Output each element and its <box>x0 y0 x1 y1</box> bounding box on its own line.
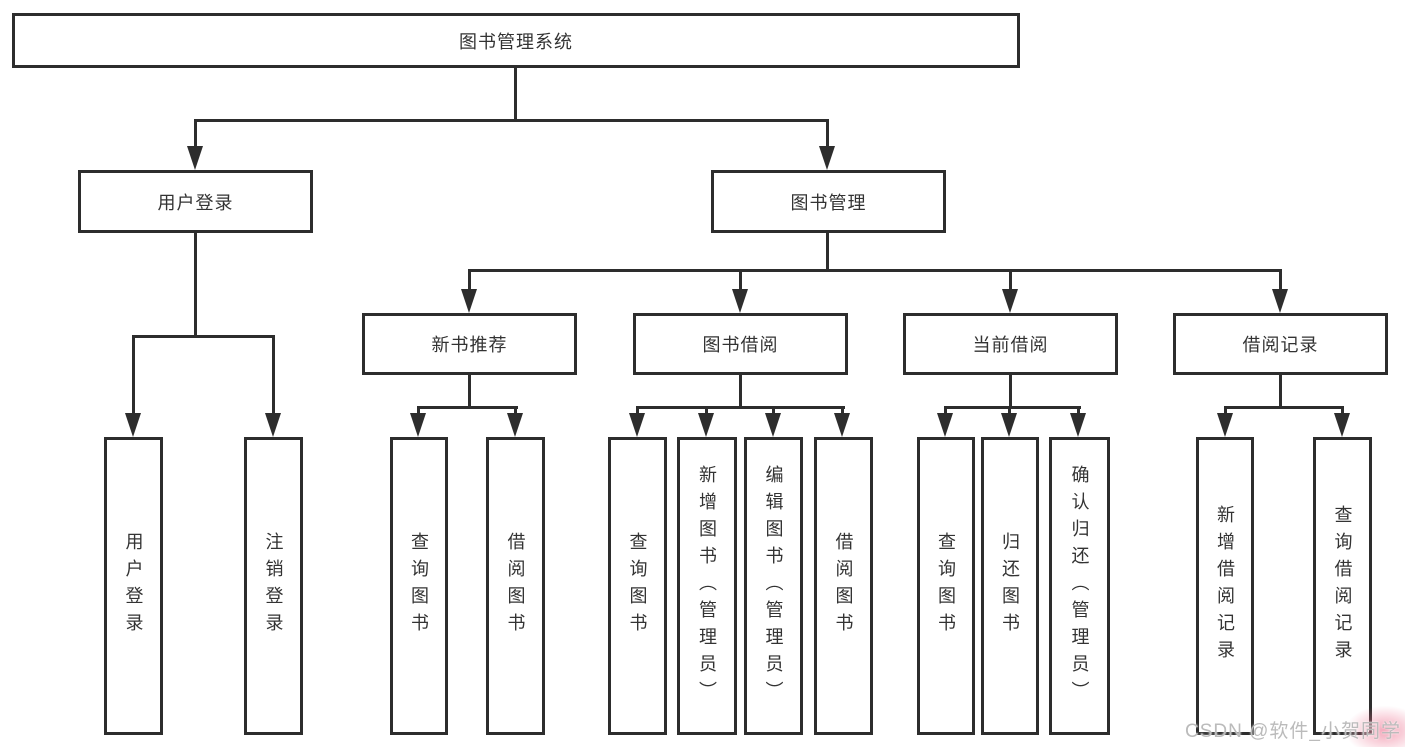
connector-root-stem <box>514 68 517 122</box>
node-new-book-recommend: 新书推荐 <box>362 313 577 375</box>
connector-stem <box>772 406 775 416</box>
arrow-down-icon <box>1070 413 1086 437</box>
node-label: 注销登录 <box>263 532 284 640</box>
node-label: 新增借阅记录 <box>1215 505 1235 667</box>
node-label: 查询借阅记录 <box>1332 505 1353 667</box>
connector-rail <box>1224 406 1343 409</box>
arrow-down-icon <box>937 413 953 437</box>
connector-book-mgmt-stem <box>826 119 829 147</box>
node-label: 查询图书 <box>936 532 956 640</box>
connector-book-mgmt-down <box>826 233 829 272</box>
connector-stem <box>944 406 947 416</box>
connector-user-login-stem <box>194 119 197 147</box>
node-borrow-edit-books-admin: 编辑图书（管理员） <box>744 437 803 735</box>
connector-stem <box>1077 406 1080 416</box>
connector-stem <box>417 406 420 416</box>
connector-stem <box>1009 375 1012 408</box>
connector-rail <box>636 406 845 409</box>
arrow-down-icon <box>461 289 477 313</box>
node-root-book-management-system: 图书管理系统 <box>12 13 1020 68</box>
arrow-down-icon <box>410 413 426 437</box>
arrow-down-icon <box>732 289 748 313</box>
connector-stem <box>468 269 471 293</box>
node-recommend-borrow-books: 借阅图书 <box>486 437 545 735</box>
node-label: 查询图书 <box>627 532 648 640</box>
arrow-down-icon <box>698 413 714 437</box>
connector-stem <box>468 375 471 408</box>
connector-user-login-down <box>194 233 197 338</box>
connector-stem <box>1008 406 1011 416</box>
arrow-down-icon <box>1272 289 1288 313</box>
connector-rail <box>417 406 518 409</box>
node-book-management-branch: 图书管理 <box>711 170 946 233</box>
node-borrow-record: 借阅记录 <box>1173 313 1388 375</box>
arrow-down-icon <box>125 413 141 437</box>
corner-pink-glow <box>1346 706 1405 747</box>
arrow-down-icon <box>1217 413 1233 437</box>
connector-stem <box>1279 269 1282 293</box>
connector-rail <box>944 406 1081 409</box>
node-label: 新增图书（管理员） <box>697 464 717 708</box>
arrow-down-icon <box>507 413 523 437</box>
node-borrow-query-books: 查询图书 <box>608 437 667 735</box>
node-borrow-add-books-admin: 新增图书（管理员） <box>677 437 737 735</box>
connector-level3-rail <box>468 269 1281 272</box>
node-user-login: 用户登录 <box>104 437 163 735</box>
node-record-query-borrow-record: 查询借阅记录 <box>1313 437 1372 735</box>
connector-stem <box>132 335 135 415</box>
node-current-borrow: 当前借阅 <box>903 313 1118 375</box>
node-logout-login: 注销登录 <box>244 437 303 735</box>
arrow-down-icon <box>1002 289 1018 313</box>
connector-stem <box>1341 406 1344 416</box>
connector-stem <box>1224 406 1227 416</box>
arrow-down-icon <box>1001 413 1017 437</box>
connector-stem <box>739 375 742 408</box>
connector-stem <box>1009 269 1012 293</box>
node-user-login-branch: 用户登录 <box>78 170 313 233</box>
node-label: 编辑图书（管理员） <box>763 464 784 708</box>
connector-level2-rail <box>194 119 829 122</box>
arrow-down-icon <box>1334 413 1350 437</box>
arrow-down-icon <box>187 146 203 170</box>
node-label: 借阅图书 <box>833 532 854 640</box>
connector-stem <box>636 406 639 416</box>
node-borrow-borrow-books: 借阅图书 <box>814 437 873 735</box>
arrow-down-icon <box>265 413 281 437</box>
connector-stem <box>272 335 275 415</box>
connector-stem <box>1279 375 1282 408</box>
node-label: 用户登录 <box>123 532 144 640</box>
arrow-down-icon <box>765 413 781 437</box>
connector-user-login-rail <box>132 335 275 338</box>
node-label: 归还图书 <box>1000 532 1020 640</box>
node-label: 确认归还（管理员） <box>1069 464 1090 708</box>
connector-stem <box>739 269 742 293</box>
arrow-down-icon <box>819 146 835 170</box>
connector-stem <box>705 406 708 416</box>
arrow-down-icon <box>834 413 850 437</box>
arrow-down-icon <box>629 413 645 437</box>
node-label: 查询图书 <box>409 532 429 640</box>
node-label: 借阅图书 <box>505 532 526 640</box>
node-current-query-books: 查询图书 <box>917 437 975 735</box>
connector-stem <box>841 406 844 416</box>
node-book-borrow: 图书借阅 <box>633 313 848 375</box>
csdn-watermark: CSDN @软件_小贺同学 <box>1185 721 1401 742</box>
connector-stem <box>514 406 517 416</box>
node-record-add-borrow-record: 新增借阅记录 <box>1196 437 1254 735</box>
node-recommend-query-books: 查询图书 <box>390 437 448 735</box>
node-current-return-books: 归还图书 <box>981 437 1039 735</box>
node-current-confirm-return-admin: 确认归还（管理员） <box>1049 437 1110 735</box>
